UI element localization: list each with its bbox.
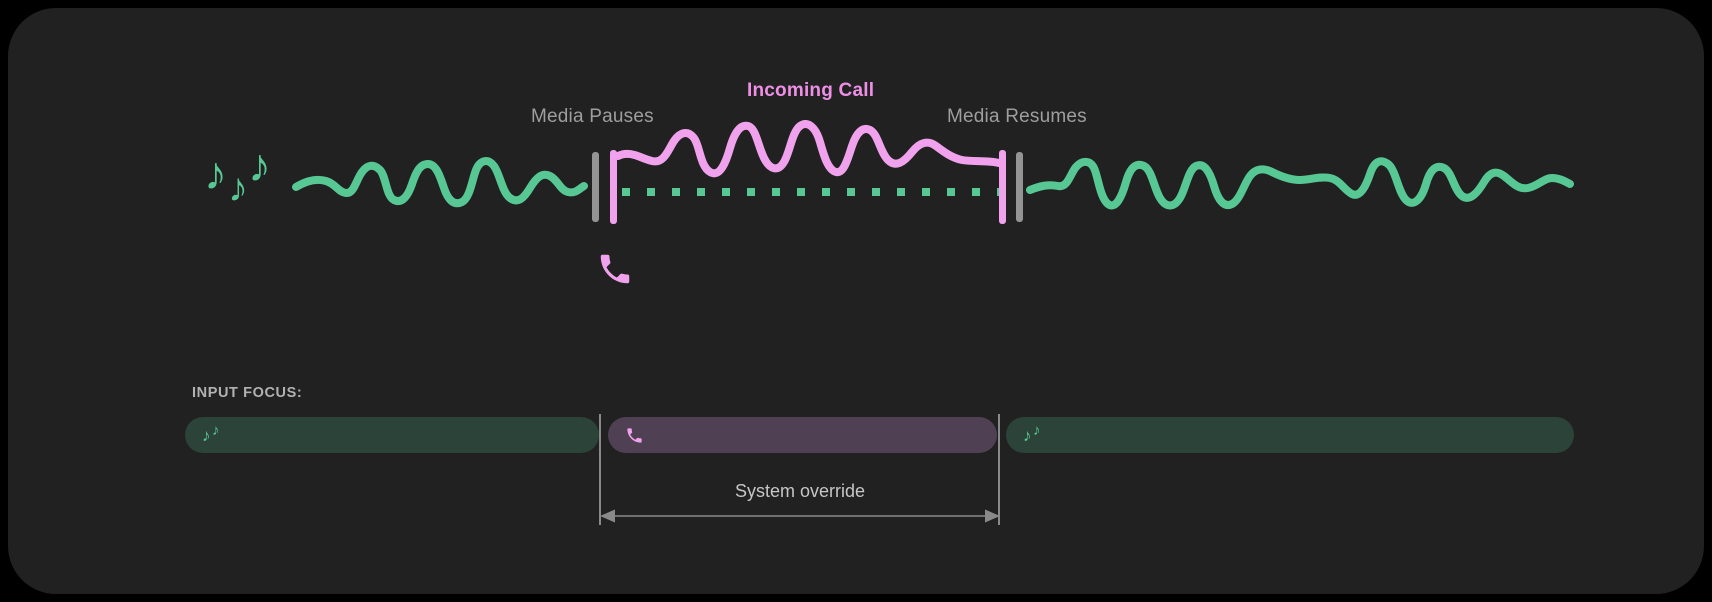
music-notes-icon: ♪ ♪ (202, 423, 228, 447)
diagram-card (8, 8, 1704, 594)
music-notes-icon: ♪ ♪ ♪ (204, 142, 284, 226)
incoming-call-label: Incoming Call (747, 80, 875, 101)
focus-bar-media-before: ♪ ♪ (185, 417, 599, 453)
phone-icon (625, 426, 644, 445)
input-focus-label: INPUT FOCUS: (192, 385, 303, 401)
override-range-arrow (600, 509, 1000, 523)
media-resumes-label: Media Resumes (947, 106, 1087, 127)
music-note-glyph: ♪ (1023, 426, 1032, 445)
music-note-glyph: ♪ (212, 422, 220, 439)
music-note-glyph: ♪ (228, 166, 248, 210)
media-pauses-label: Media Pauses (531, 106, 654, 127)
phone-icon (596, 250, 634, 288)
music-note-glyph: ♪ (204, 147, 227, 199)
music-note-glyph: ♪ (248, 139, 271, 191)
media-resume-marker-pink (999, 150, 1006, 224)
music-note-glyph: ♪ (202, 426, 211, 445)
music-note-glyph: ♪ (1033, 422, 1041, 439)
system-override-label: System override (734, 481, 866, 501)
media-pause-marker-pink (610, 150, 617, 224)
override-guide-line-left (599, 414, 601, 525)
music-notes-icon: ♪ ♪ (1023, 423, 1049, 447)
focus-bar-media-after: ♪ ♪ (1006, 417, 1574, 453)
paused-media-dotted-line (622, 188, 1000, 196)
media-pause-marker-gray (592, 152, 599, 222)
media-resume-marker-gray (1016, 152, 1023, 222)
focus-bar-incoming-call (608, 417, 997, 453)
override-guide-line-right (998, 414, 1000, 525)
